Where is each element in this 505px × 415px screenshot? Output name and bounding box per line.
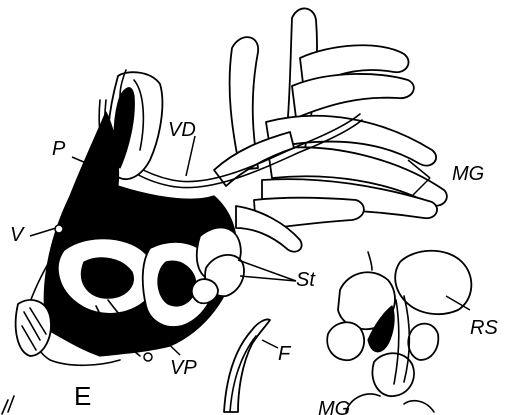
label-mg: MG bbox=[452, 163, 484, 185]
panel-label: E bbox=[74, 381, 91, 411]
panel-marker: E bbox=[2, 381, 91, 414]
mucous-gland-tubules bbox=[214, 8, 447, 251]
flagellum bbox=[224, 319, 270, 412]
label-st: St bbox=[296, 269, 316, 291]
receptaculum-seminis bbox=[327, 251, 471, 412]
label-rs: RS bbox=[470, 317, 498, 339]
label-f: F bbox=[278, 343, 292, 365]
label-vp: VP bbox=[170, 357, 197, 379]
label-p: P bbox=[52, 138, 66, 160]
label-vd: VD bbox=[168, 119, 196, 141]
label-v: V bbox=[10, 224, 25, 246]
label-mg-partial: MG bbox=[318, 398, 350, 415]
